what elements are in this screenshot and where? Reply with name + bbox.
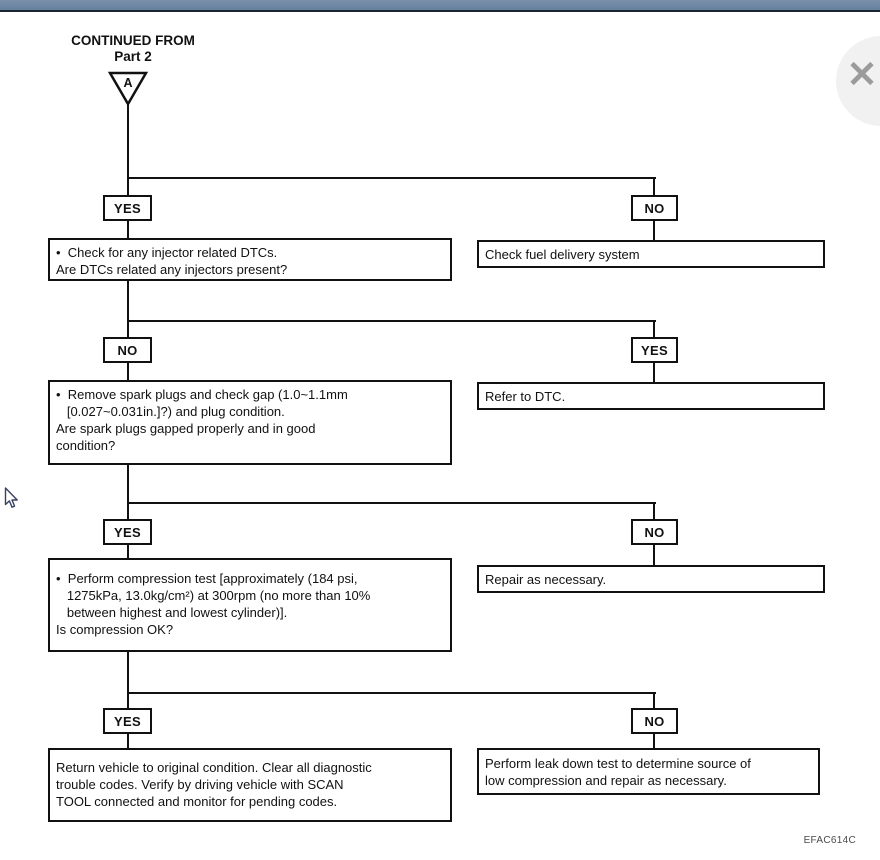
close-icon[interactable]: ✕ <box>846 54 878 95</box>
decision-label-left-2: NO <box>103 337 152 363</box>
branch-line <box>127 320 656 322</box>
connector-line <box>653 363 655 382</box>
connector-line <box>653 545 655 565</box>
connector-line <box>127 320 129 337</box>
decision-label-right-1: NO <box>631 195 678 221</box>
connector-a-letter: A <box>123 76 132 90</box>
connector-line <box>127 104 129 178</box>
figure-code: EFAC614C <box>803 835 856 846</box>
connector-line <box>653 177 655 196</box>
connector-line <box>127 177 129 196</box>
decision-label-right-4: NO <box>631 708 678 734</box>
titlebar <box>0 0 880 12</box>
continued-from-label: CONTINUED FROM <box>71 33 195 48</box>
decision-label-left-3: YES <box>103 519 152 545</box>
branch-line <box>127 692 656 694</box>
connector-line <box>127 502 129 519</box>
connector-a-triangle: A <box>107 71 149 112</box>
step-box-left-2: • Remove spark plugs and check gap (1.0~… <box>48 380 452 465</box>
step-box-left-1: • Check for any injector related DTCs. A… <box>48 238 452 281</box>
step-box-left-4: Return vehicle to original condition. Cl… <box>48 748 452 822</box>
connector-line <box>653 320 655 337</box>
connector-line <box>127 692 129 708</box>
connector-line <box>653 692 655 708</box>
connector-line <box>127 545 129 558</box>
connector-line <box>653 502 655 519</box>
step-box-left-3: • Perform compression test [approximatel… <box>48 558 452 652</box>
part-label: Part 2 <box>114 49 152 64</box>
connector-line <box>127 734 129 748</box>
decision-label-left-4: YES <box>103 708 152 734</box>
decision-label-right-3: NO <box>631 519 678 545</box>
connector-line <box>653 221 655 240</box>
connector-line <box>127 465 129 504</box>
branch-line <box>127 502 656 504</box>
connector-line <box>127 652 129 693</box>
step-box-right-4: Perform leak down test to determine sour… <box>477 748 820 795</box>
mouse-cursor-icon <box>4 487 20 515</box>
step-box-right-3: Repair as necessary. <box>477 565 825 593</box>
connector-line <box>127 363 129 380</box>
branch-line <box>127 177 656 179</box>
decision-label-left-1: YES <box>103 195 152 221</box>
step-box-right-1: Check fuel delivery system <box>477 240 825 268</box>
connector-line <box>127 281 129 322</box>
step-box-right-2: Refer to DTC. <box>477 382 825 410</box>
connector-line <box>653 734 655 748</box>
decision-label-right-2: YES <box>631 337 678 363</box>
connector-line <box>127 221 129 238</box>
